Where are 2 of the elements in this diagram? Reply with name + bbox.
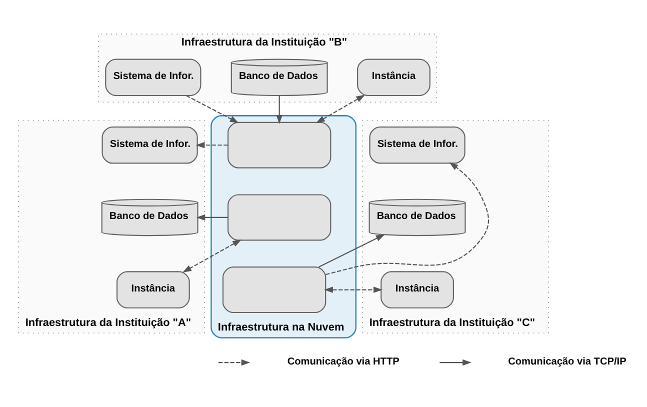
legend-label: Comunicação via HTTP [287,356,400,367]
legend-label: Comunicação via TCP/IP [508,356,626,367]
